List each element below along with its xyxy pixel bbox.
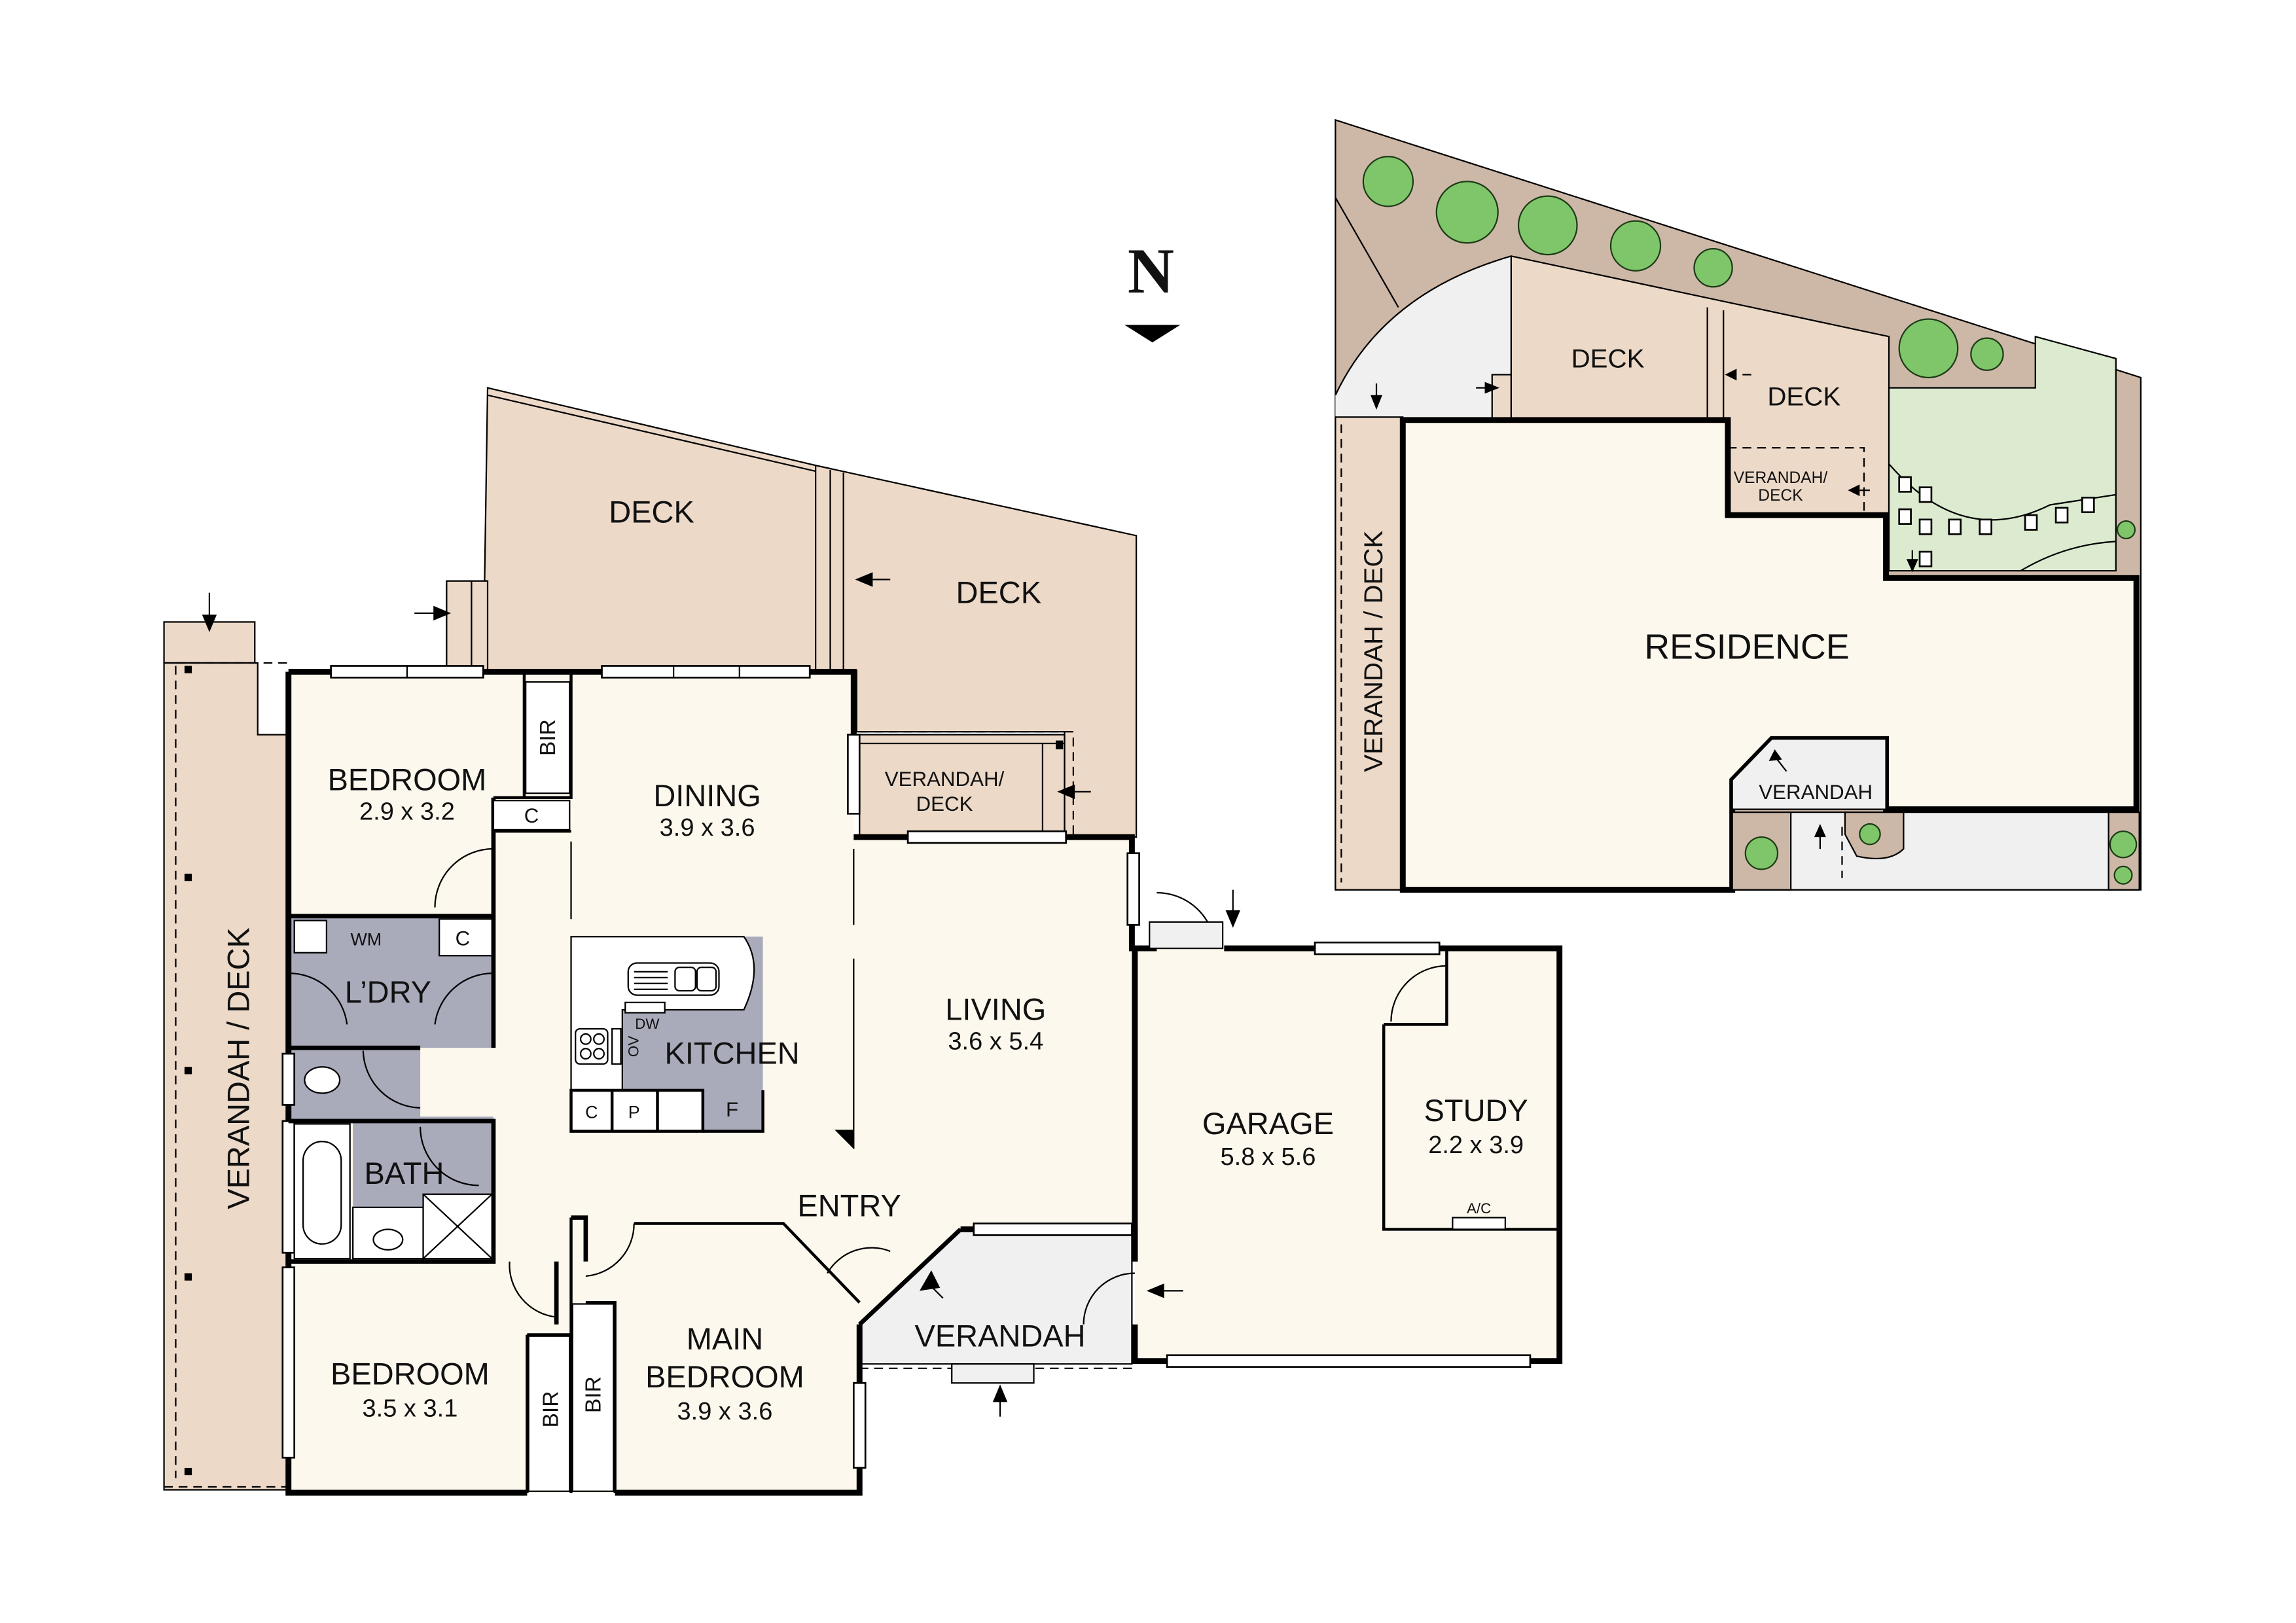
site-plan: DECK DECK VERANDAH/ DECK VERANDAH / DECK… [1335,118,2142,893]
verandah-deck-label-1: VERANDAH/ [885,768,1005,791]
garage-floor [1134,948,1560,1361]
basin-icon [372,1228,404,1251]
site-deck-label-1: DECK [1571,344,1645,373]
bathtub-icon [302,1141,342,1245]
entry-arrow-icon [1146,1283,1183,1298]
dining-label: DINING [653,778,761,813]
tree-icon [1970,337,2004,371]
living-label: LIVING [945,992,1046,1027]
dishwasher-label: DW [635,1016,660,1032]
verandah-deck-label-2: DECK [916,793,973,815]
laundry-label: L’DRY [345,974,431,1009]
trees [1362,156,2138,885]
site-verandah-deck-label-1: VERANDAH/ [1734,469,1828,487]
entry-arrow-icon [1225,889,1240,928]
site-side-verandah-label: VERANDAH / DECK [1359,531,1388,772]
stair-marker-icon [834,1130,854,1149]
north-label: N [1128,236,1174,307]
bedroom-2-label: BEDROOM [328,762,487,797]
front-verandah-label: VERANDAH [915,1318,1086,1353]
tree-icon [1517,195,1578,256]
pantry-label: P [628,1102,640,1122]
kitchen-cupboard-label: C [585,1102,598,1122]
dining-size: 3.9 x 3.6 [660,814,755,842]
side-verandah-deck-label: VERANDAH / DECK [221,927,255,1209]
study-label: STUDY [1424,1093,1528,1128]
side-verandah-deck: VERANDAH / DECK [163,592,288,1491]
fridge-label: F [726,1098,738,1121]
oven-label: OV [625,1036,641,1057]
deck-label-2: DECK [956,575,1042,609]
entry-label: ENTRY [797,1188,901,1222]
bedroom-3-label: BEDROOM [331,1357,490,1391]
entry-arrow-icon [1906,550,1918,573]
air-conditioner-icon [1452,1217,1507,1230]
entry-arrow-icon [1057,784,1091,799]
washing-machine-label: WM [350,930,382,950]
north-compass: N [1124,236,1181,343]
garage-label: GARAGE [1202,1106,1334,1141]
tree-icon [1744,836,1779,870]
site-verandah-deck-label-2: DECK [1758,487,1803,505]
tree-icon [2113,865,2133,885]
cooktop-icon [575,1027,609,1065]
entry-arrow-icon [1848,484,1870,497]
bir-label-2: BIR [539,1391,563,1428]
entry-arrow-icon [414,605,452,621]
bir-label-1: BIR [536,719,560,756]
tree-icon [1859,823,1881,846]
living-size: 3.6 x 5.4 [948,1027,1043,1055]
site-deck-label-2: DECK [1767,382,1840,411]
site-verandah-label: VERANDAH [1759,781,1873,804]
dishwasher-icon [624,1001,666,1014]
entry-arrow-icon [855,572,891,587]
entry-arrow-icon [1768,749,1787,772]
study-size: 2.2 x 3.9 [1428,1132,1524,1159]
tree-icon [2116,520,2136,540]
bath-label: BATH [365,1156,444,1190]
main-bedroom-label-1: MAIN [687,1321,763,1356]
bedroom-3-size: 3.5 x 3.1 [362,1395,457,1423]
entry-arrow-icon [919,1270,944,1299]
entry-arrow-icon [1814,824,1826,849]
bedroom-2-size: 2.9 x 3.2 [359,798,455,825]
cupboard-label: C [524,804,539,827]
air-conditioner-label: A/C [1467,1200,1491,1217]
door-swings [288,847,1447,1325]
deck-label-1: DECK [609,494,694,529]
entry-arrow-icon [1476,382,1499,394]
bir-label-3: BIR [581,1376,605,1413]
tree-icon [2109,830,2138,859]
laundry-cupboard-label: C [456,927,471,950]
main-floor-plan: VERANDAH / DECK DECK DECK [163,387,1563,1496]
windows [281,665,1532,1469]
entry-arrow-icon [1371,383,1382,410]
entry-arrow-icon [1725,368,1751,381]
north-arrow-icon [1124,325,1181,343]
entry-arrow-icon [992,1384,1008,1417]
main-bedroom-label-2: BEDROOM [645,1359,804,1394]
entry-arrow-icon [202,592,217,633]
residence-label: RESIDENCE [1644,627,1849,666]
tree-icon [1693,248,1733,288]
toilet-icon [304,1066,341,1094]
fixtures: BIR C WM C DW OV [293,681,1507,1492]
bath-area [353,1116,493,1207]
tree-icon [1898,318,1959,379]
main-bedroom-size: 3.9 x 3.6 [677,1398,773,1425]
tree-icon [1609,220,1662,272]
kitchen-label: KITCHEN [665,1036,800,1071]
tree-icon [1362,156,1414,207]
garage-size: 5.8 x 5.6 [1221,1143,1316,1171]
stepping-stones [1898,476,2095,567]
tree-icon [1435,181,1499,244]
small-verandah-deck: VERANDAH/ DECK [859,731,1091,838]
